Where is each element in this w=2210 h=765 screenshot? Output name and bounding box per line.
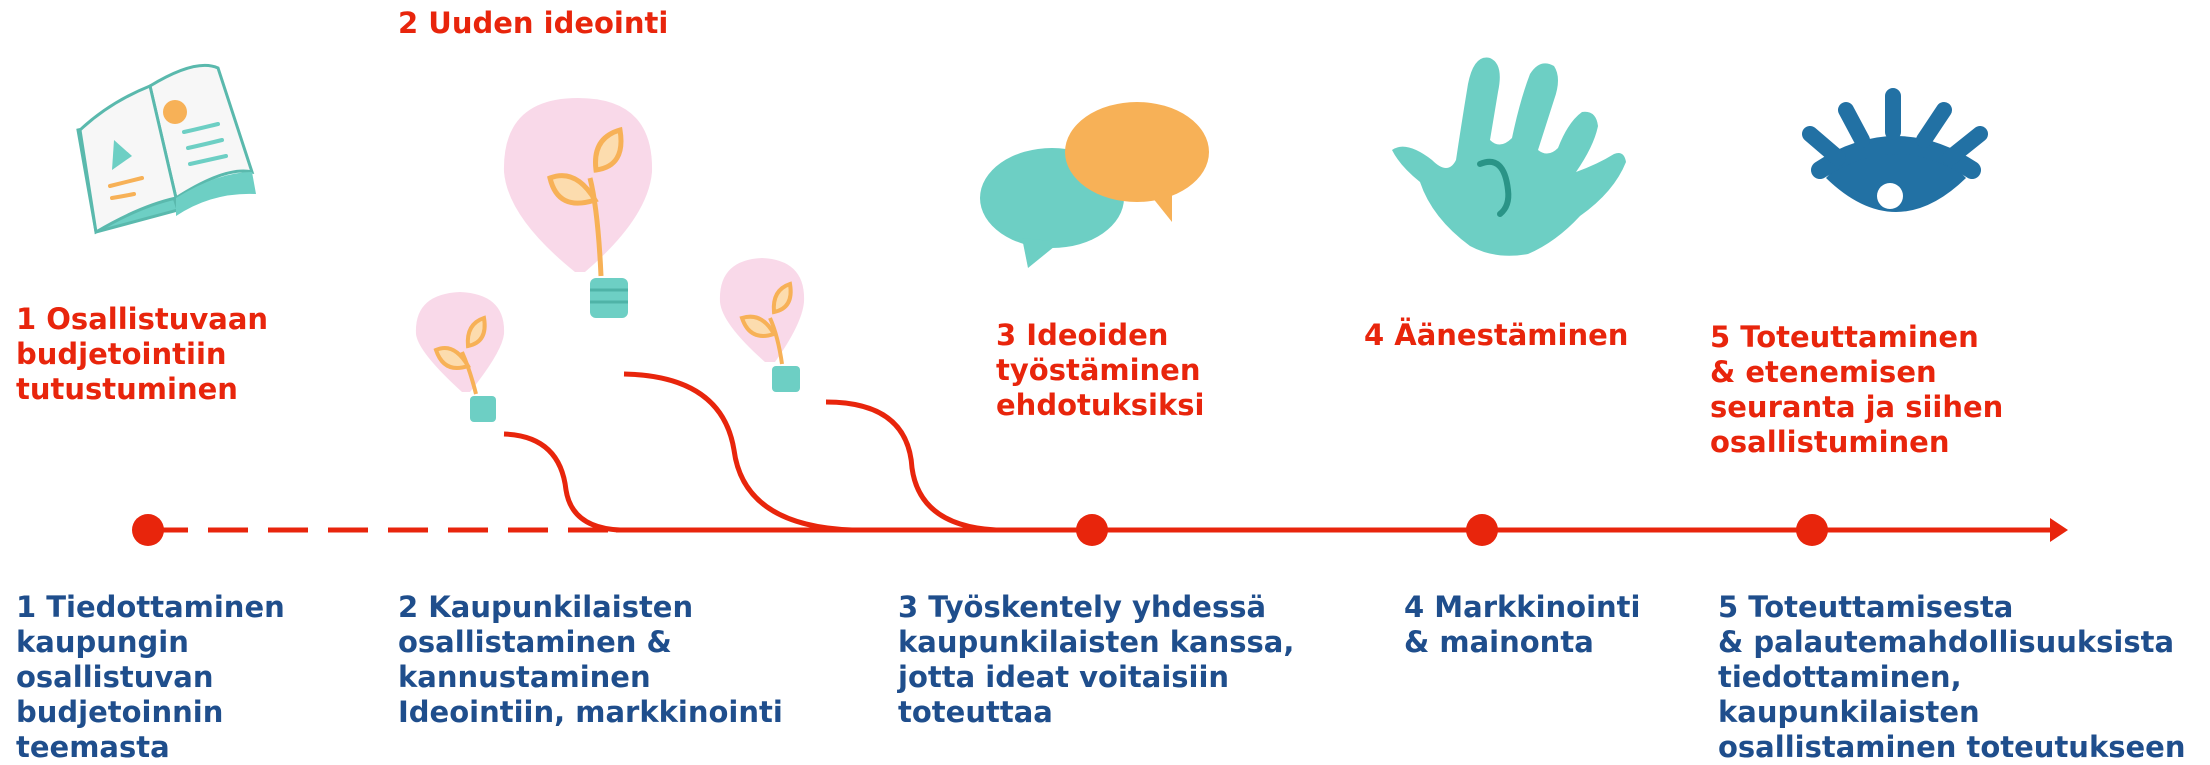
lightbulb-icon bbox=[719, 258, 805, 392]
stage4-top-label: 4 Äänestäminen bbox=[1364, 318, 1629, 352]
stage-marker-1 bbox=[132, 514, 164, 546]
stage3-bottom-label: 3 Työskentely yhdessä kaupunkilaisten ka… bbox=[898, 590, 1295, 729]
stage2-bottom-label: 2 Kaupunkilaisten osallistaminen & kannu… bbox=[398, 590, 783, 729]
stage1-top-label: 1 Osallistuvaan budjetointiin tutustumin… bbox=[16, 302, 269, 406]
stage1-bottom-label: 1 Tiedottaminen kaupungin osallistuvan b… bbox=[16, 590, 285, 764]
stage-marker-4 bbox=[1466, 514, 1498, 546]
eye-icon bbox=[1802, 88, 1988, 212]
stage-marker-3 bbox=[1076, 514, 1108, 546]
hand-icon bbox=[1392, 57, 1626, 256]
idea-path-curve bbox=[825, 399, 997, 533]
lightbulb-icon bbox=[503, 98, 653, 318]
lightbulb-icon bbox=[415, 292, 505, 422]
stage3-top-label: 3 Ideoiden työstäminen ehdotuksiksi bbox=[996, 318, 1205, 422]
stage-marker-5 bbox=[1796, 514, 1828, 546]
timeline-arrowhead bbox=[2050, 518, 2068, 542]
idea-path-curve bbox=[503, 431, 621, 533]
stage4-bottom-label: 4 Markkinointi & mainonta bbox=[1404, 590, 1641, 659]
stage5-top-label: 5 Toteuttaminen & etenemisen seuranta ja… bbox=[1710, 320, 2004, 459]
idea-path-curve bbox=[623, 371, 853, 533]
stage5-bottom-label: 5 Toteuttamisesta & palautemahdollisuuks… bbox=[1718, 590, 2186, 764]
idea-header-label: 2 Uuden ideointi bbox=[398, 6, 669, 40]
timeline bbox=[132, 371, 2068, 546]
book-icon bbox=[76, 63, 256, 235]
speech-bubbles-icon bbox=[980, 102, 1209, 268]
